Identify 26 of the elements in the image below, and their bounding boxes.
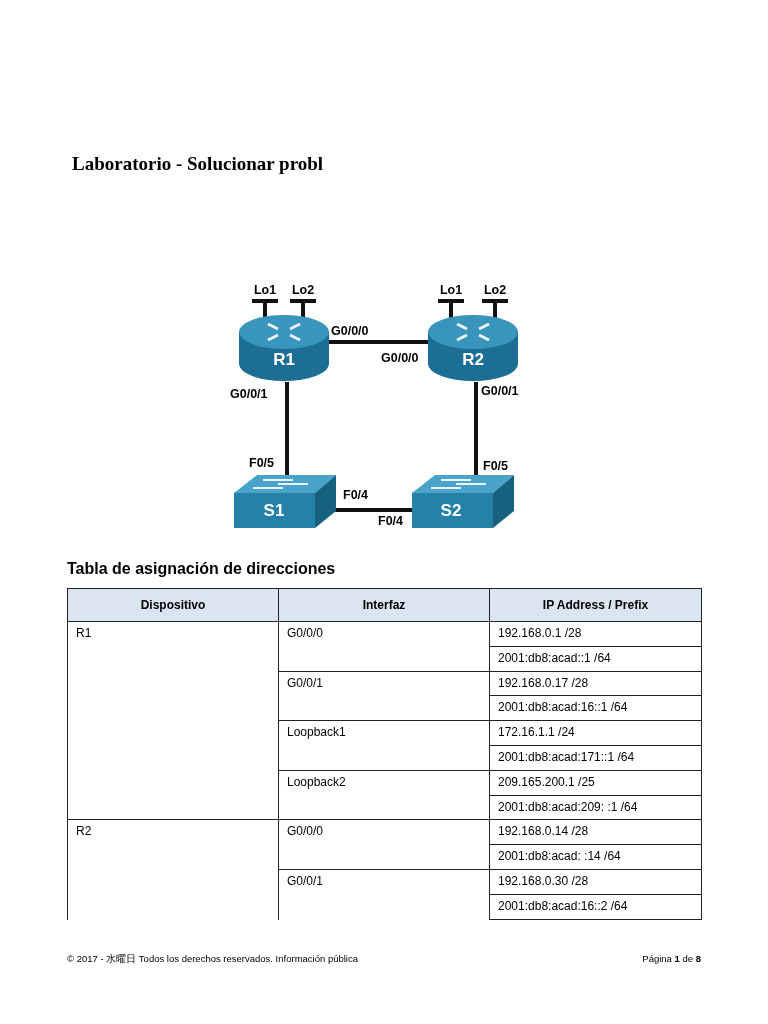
network-link bbox=[328, 340, 429, 344]
loopback-stub bbox=[493, 303, 497, 318]
footer-text: © 2017 - 水曜日 Todos los derechos reservados. Información pública bbox=[67, 953, 358, 966]
page-number: Página 1 de 8 bbox=[642, 953, 701, 964]
column-header: Dispositivo bbox=[67, 588, 279, 622]
loopback-stub bbox=[263, 303, 267, 318]
loopback-label: Lo1 bbox=[438, 283, 464, 303]
loopback-stub bbox=[301, 303, 305, 318]
loopback-label: Lo2 bbox=[290, 283, 316, 303]
interface-label: F0/5 bbox=[483, 459, 508, 473]
column-header: IP Address / Prefix bbox=[489, 588, 702, 622]
interface-label: F0/4 bbox=[378, 514, 403, 528]
interface-label: F0/5 bbox=[249, 456, 274, 470]
interface-label: G0/0/1 bbox=[230, 387, 268, 401]
loopback-label: Lo1 bbox=[252, 283, 278, 303]
network-link bbox=[335, 508, 412, 512]
section-heading: Tabla de asignación de direcciones bbox=[67, 560, 336, 578]
interface-label: F0/4 bbox=[343, 488, 368, 502]
loopback-label: Lo2 bbox=[482, 283, 508, 303]
loopback-stub bbox=[449, 303, 453, 318]
interface-label: G0/0/0 bbox=[381, 351, 419, 365]
document-title: Laboratorio - Solucionar probl bbox=[72, 153, 324, 175]
column-header: Interfaz bbox=[278, 588, 490, 622]
interface-label: G0/0/0 bbox=[331, 324, 369, 338]
interface-label: G0/0/1 bbox=[481, 384, 519, 398]
table-cell: 2001:db8:acad:16::2 /64 bbox=[489, 893, 702, 920]
